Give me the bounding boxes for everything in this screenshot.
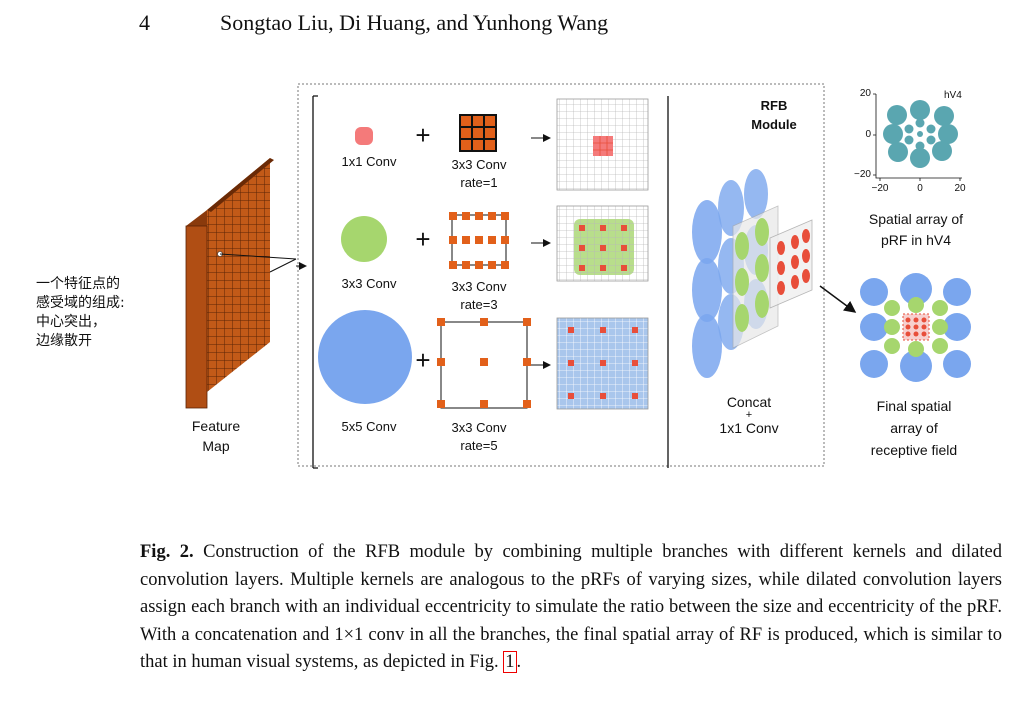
figure-caption: Fig. 2. Construction of the RFB module b… [140,539,1002,677]
branch2-conv-label: 3x3 Conv [341,276,397,291]
hv4-ytick: −20 [854,169,871,180]
hv4-xtick: 20 [954,183,966,194]
branch2-kernel-dot [341,216,387,262]
hv4-xtick: −20 [871,183,889,194]
plus-sign: + [415,224,431,254]
final-caption-line: array of [890,420,938,436]
dilated-label-line: rate=3 [460,297,498,312]
branch1-conv-label: 1x1 Conv [341,154,397,169]
dilated-label-line: rate=5 [460,438,498,453]
final-spatial-array [860,273,971,382]
cjk-line: 感受域的组成: [36,295,125,311]
hv4-plot [873,93,962,181]
branch1-dilated-label: 3x3 Conv rate=1 [434,156,524,192]
final-array-caption: Final spatial array of receptive field [846,395,982,461]
dilated-label-line: 3x3 Conv [451,279,507,294]
feature-map-label-line: Feature [191,418,241,434]
branch1-kernel-dot [355,127,373,145]
branch3-dilated-label: 3x3 Conv rate=5 [434,419,524,455]
branch3-conv-label: 5x5 Conv [341,419,397,434]
final-caption-line: receptive field [870,442,958,458]
feature-map-graphic [185,158,307,409]
caption-label: Fig. 2. [140,542,194,562]
caption-text: Construction of the RFB module by combin… [140,542,1002,672]
concat-label: Concat + 1x1 Conv [707,394,791,436]
branch2-dilated-kernel [449,212,509,269]
cjk-annotation: 一个特征点的 感受域的组成: 中心突出， 边缘散开 [36,275,125,351]
hv4-caption-line: Spatial array of [868,211,964,227]
rfb-title-line: RFB [760,98,788,113]
hv4-caption: Spatial array of pRF in hV4 [846,209,986,251]
caption-period: . [516,652,522,672]
hv4-ytick: 0 [865,129,871,140]
branch3-receptive-grid [556,317,649,410]
concat-label-line: + [745,409,753,421]
concat-label-line: 1x1 Conv [719,420,779,436]
concat-label-line: Concat [726,394,772,410]
branch3-kernel-dot [318,310,412,404]
branch2-receptive-grid [556,205,649,282]
cjk-line: 中心突出， [36,314,106,330]
feature-map-label-line: Map [202,438,230,454]
hv4-ytick: 20 [859,88,871,99]
plus-sign: + [415,120,431,150]
feature-map-label: Feature Map [176,416,256,456]
author-line: Songtao Liu, Di Huang, and Yunhong Wang [220,10,609,35]
figure-reference-link[interactable]: 1 [503,651,517,673]
plus-sign: + [415,345,431,375]
page-number: 4 [139,10,150,35]
concat-layers-graphic [692,169,813,378]
dilated-label-line: rate=1 [460,175,498,190]
branch3-dilated-kernel [437,318,531,409]
branch1-receptive-grid [556,98,649,191]
final-caption-line: Final spatial [876,398,952,414]
dilated-label-line: 3x3 Conv [451,420,507,435]
hv4-xtick: 0 [917,183,923,194]
branch2-dilated-label: 3x3 Conv rate=3 [434,278,524,314]
rfb-title-line: Module [751,117,797,132]
hv4-caption-line: pRF in hV4 [880,232,952,248]
dilated-label-line: 3x3 Conv [451,157,507,172]
rfb-dotted-box [297,83,825,467]
branch1-dilated-kernel [459,114,497,152]
rfb-figure [185,83,971,469]
cjk-line: 边缘散开 [36,333,92,349]
rfb-module-title: RFB Module [734,96,814,134]
hv4-plot-title: hV4 [944,90,962,101]
cjk-line: 一个特征点的 [36,276,120,292]
